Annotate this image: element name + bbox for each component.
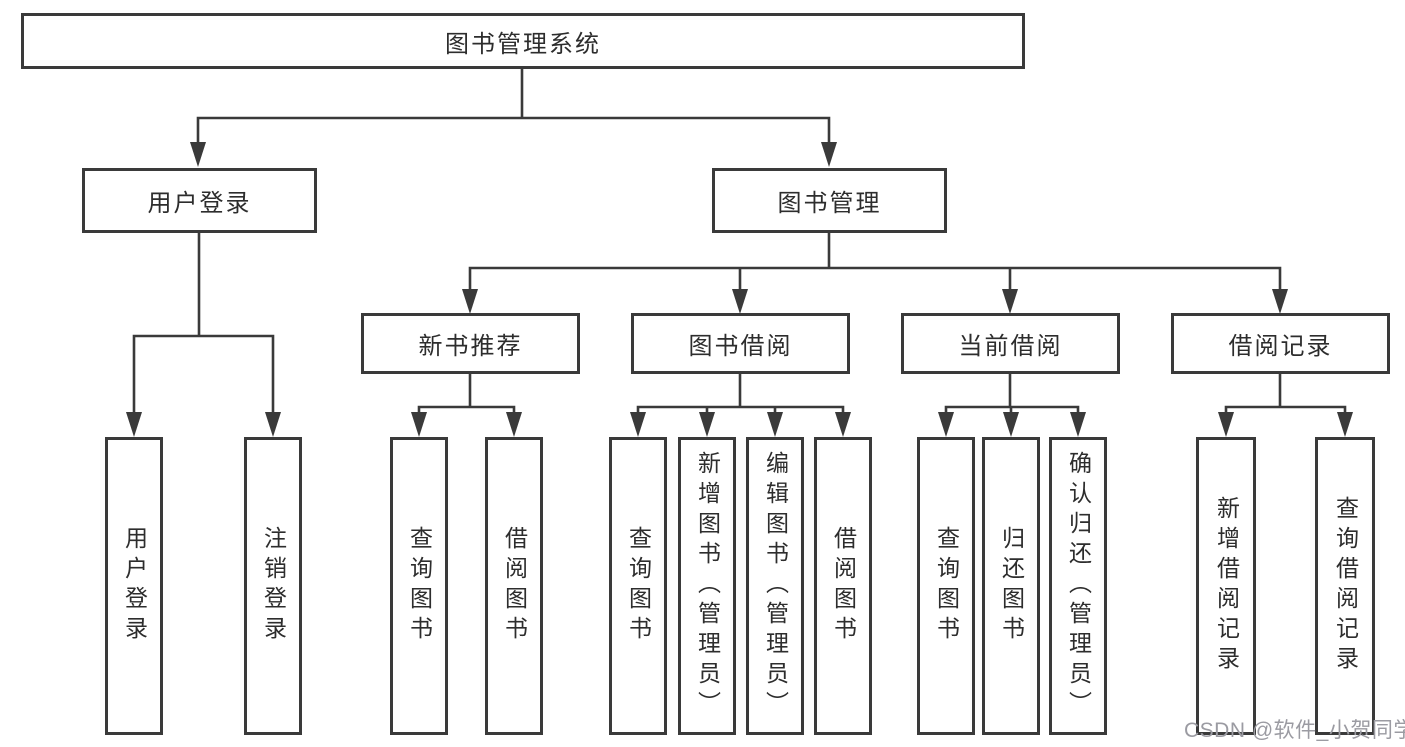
leaf-return-books-label: 归还图书 bbox=[998, 526, 1025, 646]
leaf-add-borrow-record: 新增借阅记录 bbox=[1196, 437, 1256, 735]
leaf-query-borrow-record: 查询借阅记录 bbox=[1315, 437, 1375, 735]
node-current-borrow: 当前借阅 bbox=[901, 313, 1120, 374]
node-book-management: 图书管理 bbox=[712, 168, 947, 233]
leaf-query-books-current-label: 查询图书 bbox=[933, 526, 960, 646]
node-new-book-recommend-label: 新书推荐 bbox=[418, 333, 523, 360]
leaf-add-books-admin-label: 新增图书（管理员） bbox=[694, 451, 721, 721]
leaf-query-books-recommend: 查询图书 bbox=[390, 437, 448, 735]
node-borrow-records: 借阅记录 bbox=[1171, 313, 1390, 374]
node-book-management-label: 图书管理 bbox=[777, 190, 882, 217]
leaf-edit-books-admin-label: 编辑图书（管理员） bbox=[762, 451, 789, 721]
leaf-user-login-label: 用户登录 bbox=[121, 526, 148, 646]
leaf-logout: 注销登录 bbox=[244, 437, 302, 735]
leaf-logout-label: 注销登录 bbox=[260, 526, 287, 646]
leaf-confirm-return-admin: 确认归还（管理员） bbox=[1049, 437, 1107, 735]
node-library-management-system: 图书管理系统 bbox=[21, 13, 1025, 69]
leaf-add-borrow-record-label: 新增借阅记录 bbox=[1213, 496, 1240, 676]
node-book-borrow: 图书借阅 bbox=[631, 313, 850, 374]
leaf-confirm-return-admin-label: 确认归还（管理员） bbox=[1065, 451, 1092, 721]
node-user-login-label: 用户登录 bbox=[147, 190, 252, 217]
leaf-query-books-recommend-label: 查询图书 bbox=[406, 526, 433, 646]
leaf-return-books: 归还图书 bbox=[982, 437, 1040, 735]
leaf-query-books-borrow-label: 查询图书 bbox=[625, 526, 652, 646]
leaf-borrow-books: 借阅图书 bbox=[814, 437, 872, 735]
leaf-borrow-books-recommend-label: 借阅图书 bbox=[501, 526, 528, 646]
node-user-login: 用户登录 bbox=[82, 168, 317, 233]
node-current-borrow-label: 当前借阅 bbox=[958, 333, 1063, 360]
leaf-query-borrow-record-label: 查询借阅记录 bbox=[1332, 496, 1359, 676]
leaf-add-books-admin: 新增图书（管理员） bbox=[678, 437, 736, 735]
leaf-query-books-current: 查询图书 bbox=[917, 437, 975, 735]
node-borrow-records-label: 借阅记录 bbox=[1228, 333, 1333, 360]
csdn-watermark: CSDN @软件_小贺同学 bbox=[1184, 719, 1405, 742]
leaf-user-login: 用户登录 bbox=[105, 437, 163, 735]
leaf-edit-books-admin: 编辑图书（管理员） bbox=[746, 437, 804, 735]
leaf-borrow-books-label: 借阅图书 bbox=[830, 526, 857, 646]
node-new-book-recommend: 新书推荐 bbox=[361, 313, 580, 374]
leaf-borrow-books-recommend: 借阅图书 bbox=[485, 437, 543, 735]
node-book-borrow-label: 图书借阅 bbox=[688, 333, 793, 360]
node-library-management-system-label: 图书管理系统 bbox=[445, 30, 601, 58]
leaf-query-books-borrow: 查询图书 bbox=[609, 437, 667, 735]
